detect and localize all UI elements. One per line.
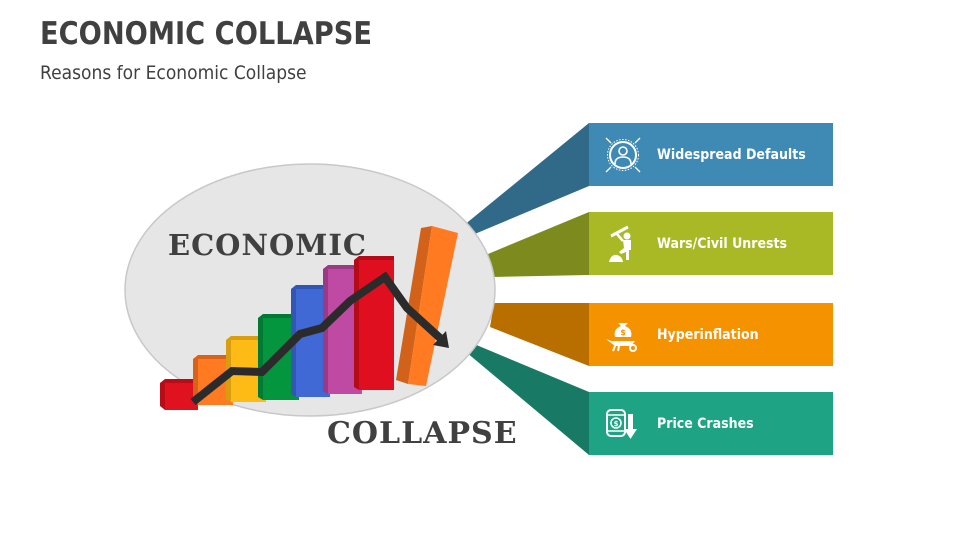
wheelbarrow-money-bag-icon: $ [603,315,643,355]
svg-text:$: $ [614,420,619,428]
reason-label: Hyperinflation [657,326,759,343]
reason-box-wars-civil-unrests: Wars/Civil Unrests [589,212,833,275]
downward-trend-arrow [190,271,449,406]
reason-label: Widespread Defaults [657,146,806,163]
svg-text:$: $ [620,328,626,337]
slide-subtitle: Reasons for Economic Collapse [40,62,307,84]
economic-label: ECONOMIC [168,228,367,262]
coins-down-arrow-icon: $ [603,404,643,444]
collapse-label: COLLAPSE [327,416,518,451]
reason-box-price-crashes: $ Price Crashes [589,392,833,455]
connector-widespread-defaults [463,123,589,236]
connector-price-crashes [466,344,589,455]
fighter-with-weapon-icon [603,224,643,264]
reason-box-widespread-defaults: Widespread Defaults [589,123,833,186]
slide-title: ECONOMIC COLLAPSE [40,16,373,52]
reason-label: Price Crashes [657,415,754,432]
reason-box-hyperinflation: $ Hyperinflation [589,303,833,366]
connector-wars-civil-unrests [488,212,589,277]
connector-hyperinflation [490,303,589,366]
reason-label: Wars/Civil Unrests [657,235,788,252]
person-target-icon [603,135,643,175]
